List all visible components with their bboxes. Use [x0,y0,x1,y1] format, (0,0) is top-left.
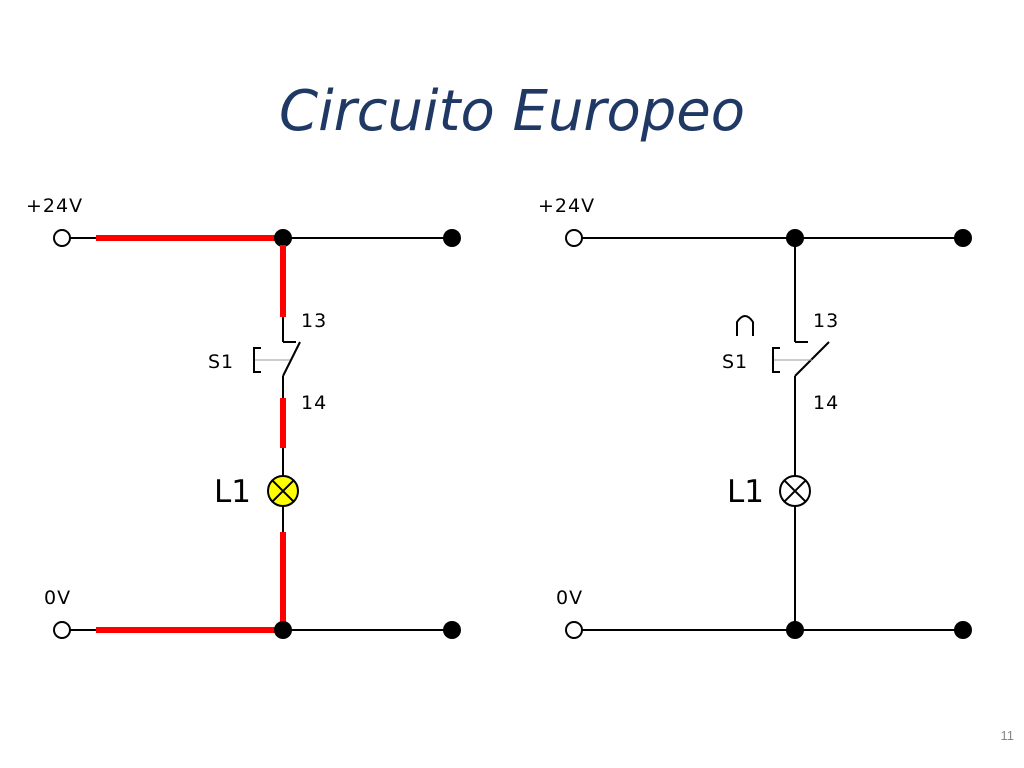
supply-terminal [565,229,583,247]
terminal-node [954,621,972,639]
switch-label: S1 [722,351,748,373]
ground-terminal [53,621,71,639]
ground-rail: 0V [44,587,461,639]
manual-actuator-icon [772,347,780,373]
terminal-node [954,229,972,247]
lamp-label: L1 [214,474,251,510]
terminal-node [443,621,461,639]
circuit-energized: +24V S1 13 14 [26,195,461,639]
switch-label: S1 [208,351,234,373]
terminal-14-label: 14 [813,392,839,414]
switch-s1-closed: S1 13 14 [208,310,327,414]
supply-label: +24V [26,195,83,217]
lamp-cross [271,479,295,503]
ground-terminal [565,621,583,639]
terminal-14-label: 14 [301,392,327,414]
switch-blade [794,341,830,377]
switch-blade [282,341,301,377]
junction-node [786,621,804,639]
terminal-13-label: 13 [813,310,839,332]
terminal-13-label: 13 [301,310,327,332]
supply-terminal [53,229,71,247]
supply-label: +24V [538,195,595,217]
circuit-idle: +24V S1 13 14 [538,195,972,639]
supply-rail: +24V [538,195,972,247]
ground-label: 0V [556,587,583,609]
switch-s1-open: S1 13 14 [722,310,839,414]
manual-actuator-icon [253,347,261,373]
ground-label: 0V [44,587,71,609]
page-title: Circuito Europeo [279,79,745,144]
lamp-l1-lit: L1 [214,474,299,510]
lamp-label: L1 [727,474,764,510]
supply-rail: +24V [26,195,461,247]
ground-rail: 0V [556,587,972,639]
junction-node [274,621,292,639]
lamp-cross [783,479,807,503]
terminal-node [443,229,461,247]
page-number: 11 [1000,728,1015,743]
pushbutton-actuator-icon [736,315,754,336]
lamp-l1-off: L1 [727,474,811,510]
